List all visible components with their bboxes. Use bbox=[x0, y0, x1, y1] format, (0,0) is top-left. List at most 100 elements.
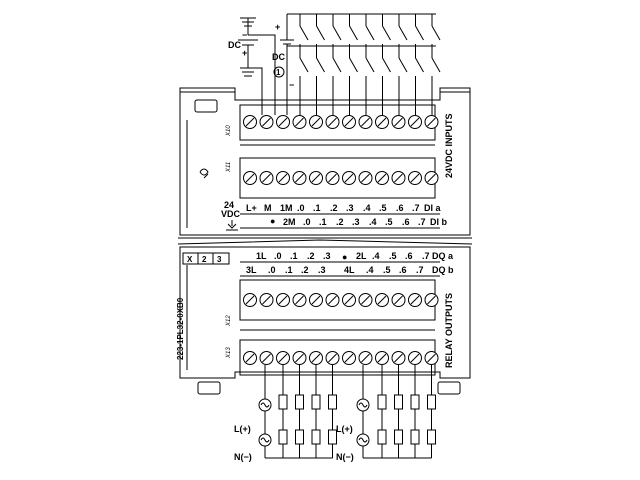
x11-screw-6 bbox=[342, 171, 356, 185]
output-row-a-label-5: 2L bbox=[356, 251, 367, 261]
left-source-minus: N(−) bbox=[234, 452, 252, 462]
output-row-b-label-9: .7 bbox=[416, 265, 424, 275]
input-row-b-label-3: .2 bbox=[336, 217, 344, 227]
input-row-b-label-8: .7 bbox=[418, 217, 426, 227]
x13-screw-6 bbox=[342, 351, 356, 365]
x11-screw-10 bbox=[408, 171, 422, 185]
output-row-a-label-10: DQ a bbox=[432, 251, 454, 261]
x12-screw-4 bbox=[309, 293, 323, 307]
output-row-b-label-5: 4L bbox=[344, 265, 355, 275]
output-row-a-label-0: 1L bbox=[256, 251, 267, 261]
x10-screw-4 bbox=[309, 115, 323, 129]
x13-screw-3 bbox=[292, 351, 307, 365]
x12-screw-6 bbox=[342, 293, 356, 307]
right-source-minus: N(−) bbox=[336, 452, 354, 462]
output-row-a-label-1: .0 bbox=[274, 251, 282, 261]
input-switches bbox=[287, 13, 441, 115]
bullet-input: ● bbox=[270, 216, 275, 226]
x11-screw-9 bbox=[391, 171, 406, 185]
x13-screw-11 bbox=[424, 351, 439, 365]
input-row-a-label-9: .6 bbox=[396, 203, 404, 213]
version-box-2: 2 bbox=[202, 255, 207, 264]
ground-arrow-icon bbox=[226, 220, 238, 231]
x10-screw-3 bbox=[292, 115, 307, 129]
output-row-b-label-4: .3 bbox=[318, 265, 326, 275]
x12-screw-2 bbox=[276, 293, 290, 307]
output-row-a-label-8: .6 bbox=[405, 251, 413, 261]
supply-label-24: 24 bbox=[224, 200, 234, 210]
input-row-b-label-6: .5 bbox=[385, 217, 393, 227]
output-row-b-label-7: .5 bbox=[383, 265, 391, 275]
input-row-b-label-4: .3 bbox=[352, 217, 360, 227]
x12-screw-3 bbox=[292, 293, 307, 307]
output-row-b-label-6: .4 bbox=[366, 265, 374, 275]
input-row-a-label-7: .4 bbox=[363, 203, 371, 213]
module-housing bbox=[177, 87, 473, 395]
supply-label-vdc: VDC bbox=[221, 209, 241, 219]
input-row-b-labels: 2M .0 .1 .2 .3 .4 .5 .6 .7 DI b bbox=[283, 217, 448, 227]
output-row-a-label-3: .2 bbox=[307, 251, 315, 261]
dc-label-left: DC bbox=[228, 40, 241, 50]
output-row-a-label-9: .7 bbox=[422, 251, 430, 261]
outputs-side-label: RELAY OUTPUTS bbox=[444, 293, 454, 368]
input-row-a-label-2: 1M bbox=[280, 203, 293, 213]
x10-screw-9 bbox=[391, 115, 406, 129]
x11-screw-0 bbox=[243, 171, 257, 185]
input-row-b-label-1: .0 bbox=[303, 217, 311, 227]
connector-label-x13: X13 bbox=[226, 347, 232, 359]
x10-screw-8 bbox=[375, 115, 389, 129]
x10-screw-0 bbox=[243, 115, 257, 129]
output-row-a-label-6: .4 bbox=[372, 251, 380, 261]
input-row-a-label-10: .7 bbox=[412, 203, 420, 213]
x13-screw-10 bbox=[408, 351, 422, 365]
x10-screw-1 bbox=[259, 115, 274, 129]
input-row-b-label-9: DI b bbox=[430, 217, 448, 227]
model-number: 223-1PL32-0XB0 bbox=[176, 297, 185, 360]
input-row-a-label-4: .1 bbox=[313, 203, 321, 213]
version-boxes: X 2 3 bbox=[182, 252, 230, 265]
terminal-block-x11 bbox=[243, 171, 439, 185]
x11-screw-7 bbox=[358, 171, 373, 185]
version-box-3: 3 bbox=[217, 255, 222, 264]
x11-screw-5 bbox=[325, 171, 340, 185]
output-row-b-label-2: .1 bbox=[285, 265, 293, 275]
dc-supply-sensor bbox=[273, 14, 294, 115]
input-row-b-label-0: 2M bbox=[283, 217, 296, 227]
x11-screw-4 bbox=[309, 171, 323, 185]
x10-screw-6 bbox=[342, 115, 356, 129]
input-row-a-label-0: L+ bbox=[246, 203, 257, 213]
x13-screw-1 bbox=[259, 351, 274, 365]
output-row-b-label-1: .0 bbox=[268, 265, 276, 275]
x10-screw-2 bbox=[276, 115, 290, 129]
x12-screw-9 bbox=[391, 293, 406, 307]
x11-screw-11 bbox=[424, 171, 439, 185]
version-box-x: X bbox=[187, 255, 193, 264]
right-source-plus: L(+) bbox=[336, 424, 353, 434]
input-row-b-label-2: .1 bbox=[319, 217, 327, 227]
dc-plus-left: + bbox=[242, 48, 247, 58]
connector-label-x10: X10 bbox=[226, 125, 232, 137]
x13-screw-4 bbox=[309, 351, 323, 365]
x13-screw-8 bbox=[375, 351, 389, 365]
output-row-divider bbox=[240, 261, 440, 277]
x12-screw-8 bbox=[375, 293, 389, 307]
input-row-a-label-5: .2 bbox=[330, 203, 338, 213]
x13-screw-5 bbox=[325, 351, 340, 365]
output-row-a-label-2: .1 bbox=[290, 251, 298, 261]
output-row-b-label-10: DQ b bbox=[432, 265, 454, 275]
input-row-b-label-7: .6 bbox=[402, 217, 410, 227]
x12-screw-5 bbox=[325, 293, 340, 307]
x12-screw-1 bbox=[259, 293, 274, 307]
terminal-block-x13 bbox=[243, 351, 439, 365]
dc-plus-second: + bbox=[275, 22, 280, 32]
x11-screw-2 bbox=[276, 171, 290, 185]
x11-screw-3 bbox=[292, 171, 307, 185]
output-row-a-label-7: .5 bbox=[389, 251, 397, 261]
dc-label-second: DC bbox=[272, 52, 285, 62]
connector-label-x11: X11 bbox=[226, 162, 232, 173]
input-row-b-label-5: .4 bbox=[369, 217, 377, 227]
bullet-output: ● bbox=[342, 252, 347, 262]
input-row-a-divider bbox=[240, 213, 440, 229]
